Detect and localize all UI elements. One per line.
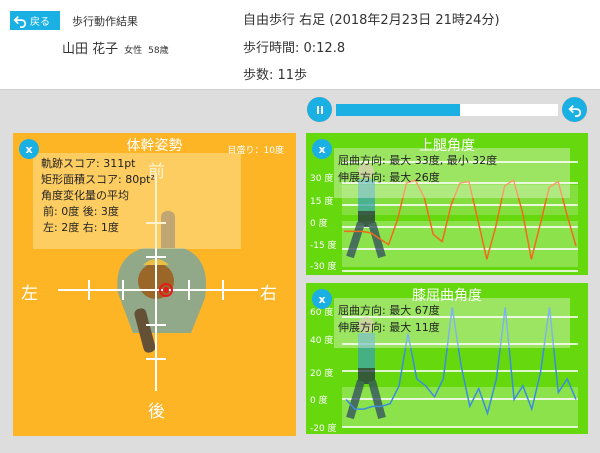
- knee-flexion-chart: [342, 307, 578, 428]
- posture-marker: [159, 283, 173, 297]
- walker-figure-icon: [346, 317, 386, 420]
- walk-time: 歩行時間: 0:12.8: [243, 41, 346, 56]
- patient-name: 山田 花子: [62, 42, 119, 57]
- knee-stats: 屈曲方向: 最大 67度 伸展方向: 最大 11度: [334, 298, 570, 348]
- thigh-ytick: 30 度: [310, 174, 334, 184]
- replay-button[interactable]: [561, 96, 588, 123]
- trunk-panel-title: 体幹姿勢: [126, 138, 183, 154]
- session-title: 自由歩行 右足 (2018年2月23日 21時24分): [243, 13, 500, 28]
- knee-flexion: 屈曲方向: 最大 67度: [338, 304, 440, 317]
- patient-sex: 女性: [124, 46, 143, 56]
- trunk-stats: 軌跡スコア: 311pt 矩形面積スコア: 80pt² 角度変化量の平均 前: …: [33, 153, 241, 249]
- knee-panel-title: 膝屈曲角度: [412, 288, 482, 304]
- knee-ytick: 0 度: [310, 396, 328, 406]
- back-label: 戻る: [30, 17, 50, 28]
- knee-extension: 伸展方向: 最大 11度: [338, 321, 440, 334]
- patient-age: 58歳: [148, 46, 169, 56]
- header: 戻る 歩行動作結果 山田 花子 女性 58歳 自由歩行 右足 (2018年2月2…: [0, 0, 600, 90]
- knee-ytick: 20 度: [310, 369, 334, 379]
- front-back-values: 前: 0度 後: 3度: [43, 205, 119, 218]
- knee-ytick: 40 度: [310, 336, 334, 346]
- back-button[interactable]: 戻る: [10, 11, 60, 30]
- playback-controls: [306, 96, 588, 124]
- thigh-panel-title: 上腿角度: [419, 138, 475, 154]
- thigh-extension: 伸展方向: 最大 26度: [338, 171, 440, 184]
- thigh-ytick: 0 度: [310, 219, 328, 229]
- thigh-angle-panel: x 上腿角度 屈曲方向: 最大 33度, 最小 32度 伸展方向: 最大 26度…: [306, 133, 588, 275]
- avg-heading: 角度変化量の平均: [41, 189, 129, 202]
- step-count: 歩数: 11歩: [243, 68, 308, 83]
- close-knee-panel-button[interactable]: x: [312, 289, 332, 309]
- progress-bar[interactable]: [336, 104, 558, 116]
- thigh-angle-chart: [342, 161, 578, 272]
- axis-label-right: 右: [260, 284, 277, 304]
- walker-figure-icon: [346, 163, 386, 259]
- progress-fill: [336, 104, 461, 116]
- close-trunk-panel-button[interactable]: x: [19, 139, 39, 159]
- pause-button[interactable]: [306, 96, 333, 123]
- thigh-flexion: 屈曲方向: 最大 33度, 最小 32度: [338, 154, 498, 167]
- close-thigh-panel-button[interactable]: x: [312, 139, 332, 159]
- area-score: 矩形面積スコア: 80pt²: [41, 173, 155, 186]
- pause-icon: [316, 105, 323, 114]
- knee-flexion-panel: x 膝屈曲角度 屈曲方向: 最大 67度 伸展方向: 最大 11度 60 度 4…: [306, 283, 588, 434]
- back-arrow-icon: [13, 15, 27, 28]
- trunk-posture-panel: x 体幹姿勢 目盛り：10度 軌跡スコア: 311pt 矩形面積スコア: 80p…: [13, 133, 296, 436]
- scale-note: 目盛り：10度: [227, 146, 284, 156]
- left-right-values: 左: 2度 右: 1度: [43, 221, 119, 234]
- trajectory-score: 軌跡スコア: 311pt: [41, 157, 136, 170]
- knee-ytick: 60 度: [310, 308, 334, 318]
- thigh-ytick: 15 度: [310, 197, 334, 207]
- knee-angle-line: [345, 307, 577, 416]
- replay-icon: [568, 104, 581, 117]
- thigh-stats: 屈曲方向: 最大 33度, 最小 32度 伸展方向: 最大 26度: [334, 148, 570, 198]
- thigh-ytick: -30 度: [310, 262, 337, 272]
- axis-label-left: 左: [21, 284, 38, 304]
- knee-ytick: -20 度: [310, 424, 337, 434]
- patient-info: 山田 花子 女性 58歳: [62, 38, 169, 57]
- thigh-angle-line: [344, 178, 577, 260]
- screen-title: 歩行動作結果: [72, 15, 138, 28]
- thigh-ytick: -15 度: [310, 241, 337, 251]
- axis-label-back: 後: [148, 402, 165, 422]
